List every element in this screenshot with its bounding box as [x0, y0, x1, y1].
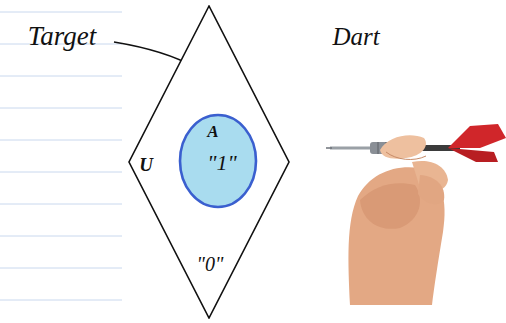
notebook-lines	[0, 12, 122, 300]
value-label: "0"	[197, 254, 224, 274]
value-label: "1"	[207, 152, 236, 174]
set-letter: U	[139, 155, 153, 174]
set-circle: A "1"	[178, 113, 258, 209]
dart-label: Dart	[332, 24, 379, 49]
dart-hand	[326, 124, 506, 305]
universe-diamond: U "0" A "1"	[128, 5, 290, 319]
target-label: Target	[28, 23, 97, 50]
circle-shape	[180, 115, 256, 207]
set-letter: A	[207, 123, 218, 140]
diamond-shape	[129, 6, 289, 318]
